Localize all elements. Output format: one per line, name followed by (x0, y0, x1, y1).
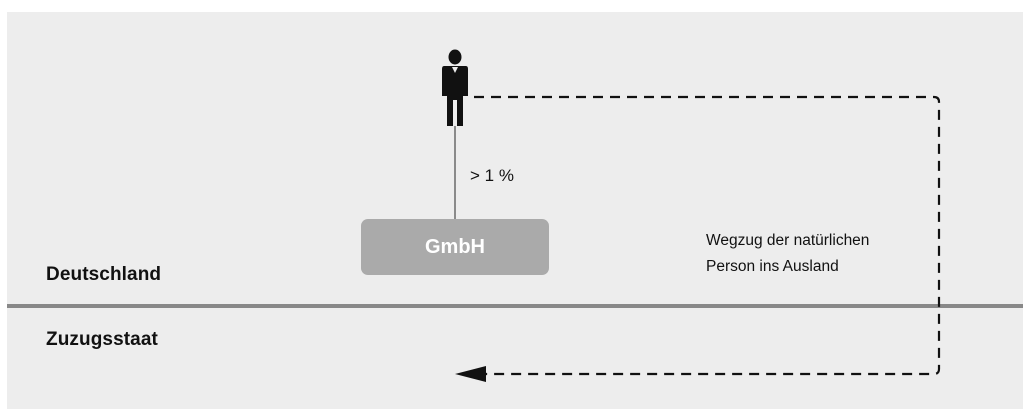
relocation-note: Wegzug der natürlichen Person ins Auslan… (706, 228, 934, 280)
company-label: GmbH (425, 235, 485, 258)
arrow-head-left-icon (455, 366, 486, 382)
company-box: GmbH (361, 219, 549, 275)
relocation-note-line-1: Wegzug der natürlichen (706, 232, 870, 249)
diagram-panel (7, 12, 1023, 409)
destination-country-label: Zuzugsstaat (46, 329, 158, 350)
relocation-path (474, 95, 941, 376)
shareholding-label: > 1 % (470, 166, 514, 185)
home-country-label: Deutschland (46, 264, 162, 285)
person-icon (442, 49, 468, 126)
relocation-note-line-2: Person ins Ausland (706, 258, 839, 275)
